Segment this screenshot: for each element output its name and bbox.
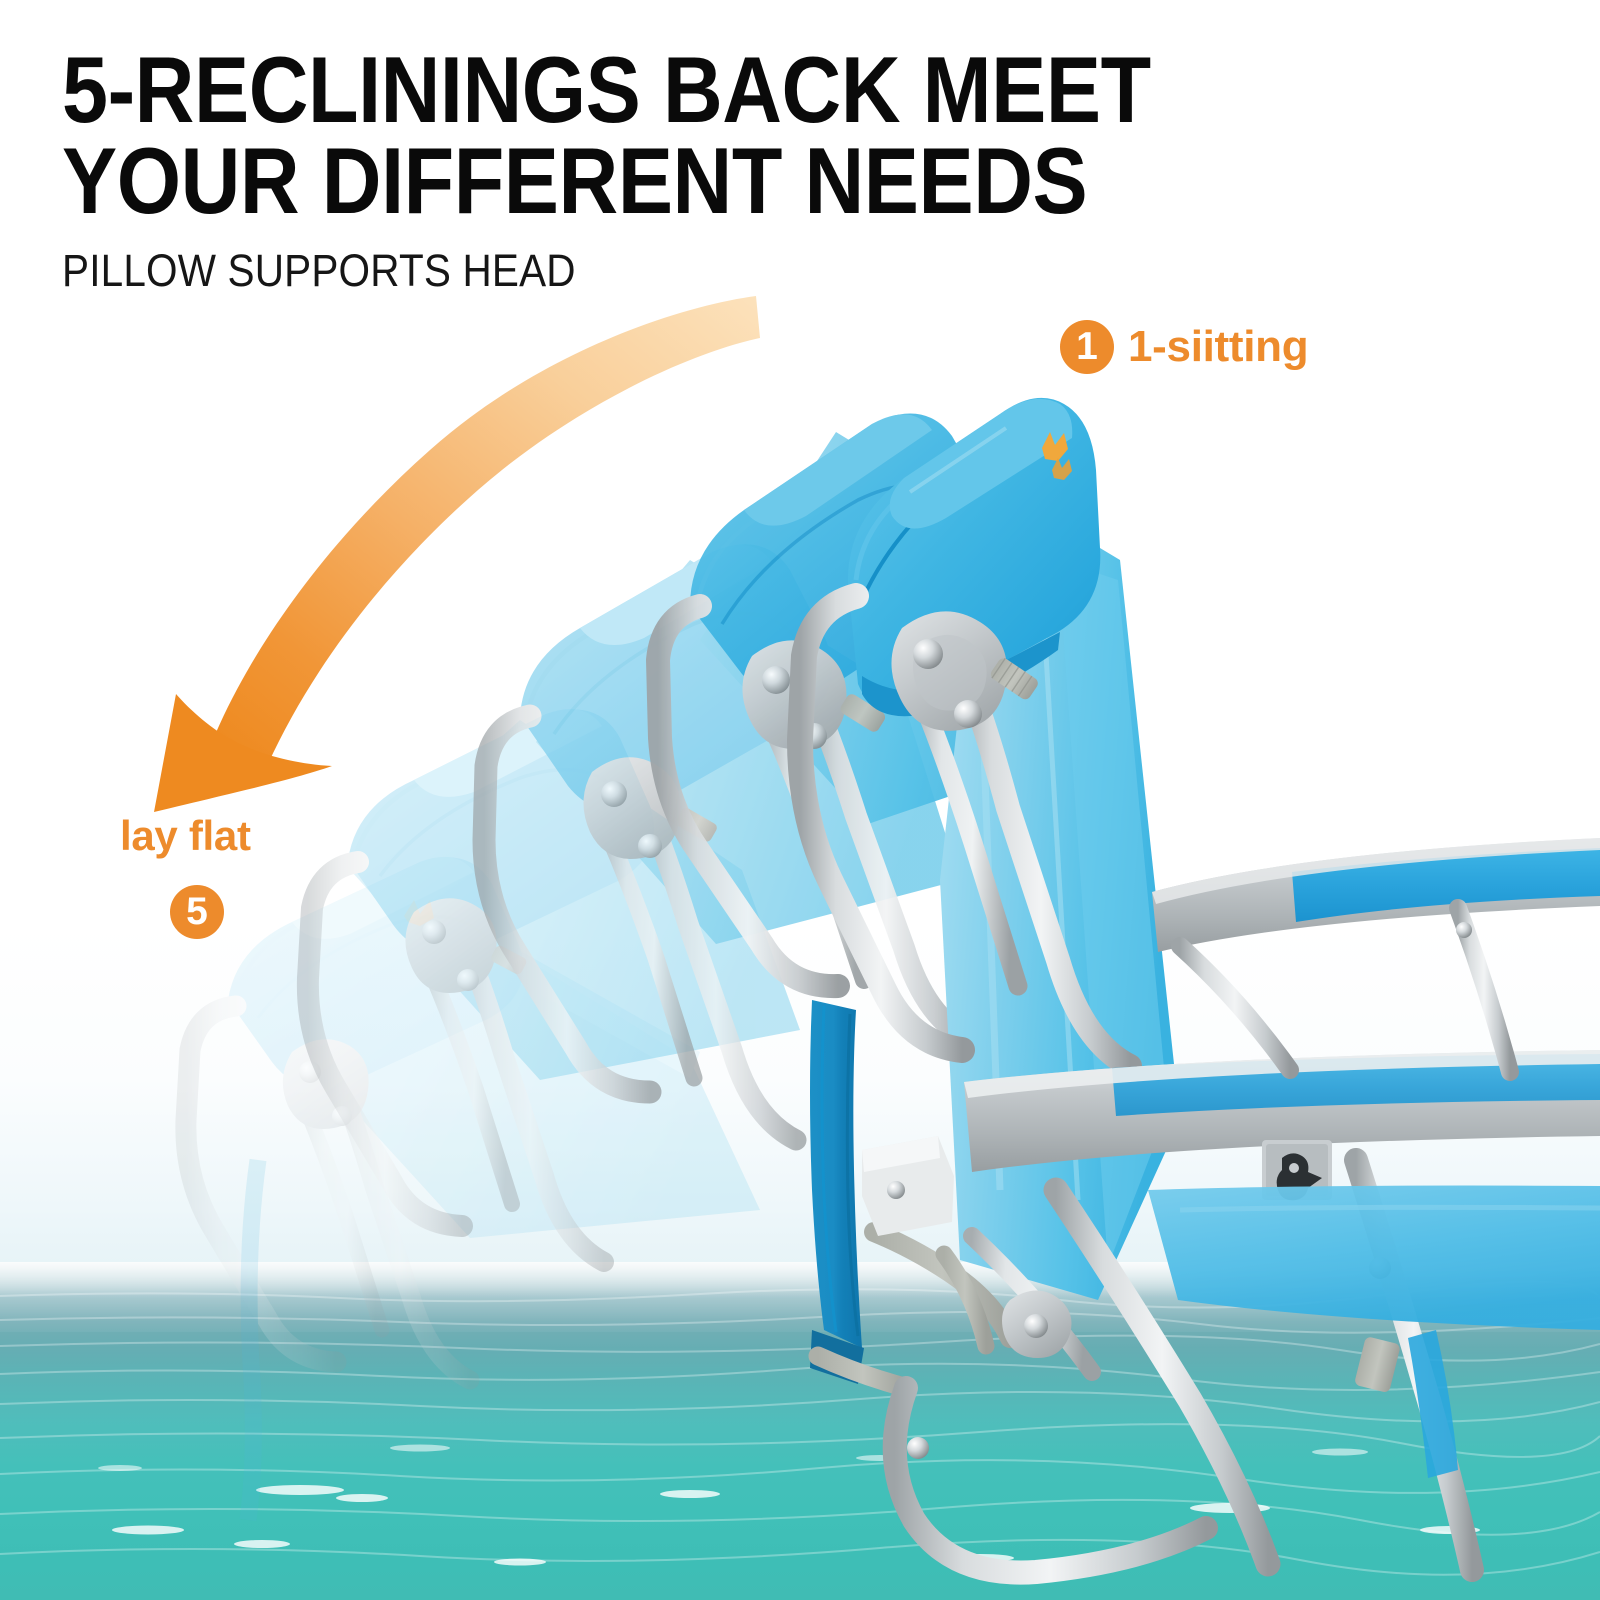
page-title: 5-RECLININGS BACK MEET YOUR DIFFERENT NE… [62, 37, 1151, 234]
backrest-position-3 [472, 544, 960, 1151]
position-label-5: lay flat [120, 812, 251, 859]
position-badge-5: 5 [170, 885, 224, 939]
page-subtitle: PILLOW SUPPORTS HEAD [62, 245, 576, 296]
backrest-position-1 [786, 397, 1600, 1585]
position-label-1: 1-siitting [1128, 322, 1309, 371]
recline-direction-arrow [154, 296, 760, 812]
position-badge-1: 1 [1060, 320, 1114, 374]
